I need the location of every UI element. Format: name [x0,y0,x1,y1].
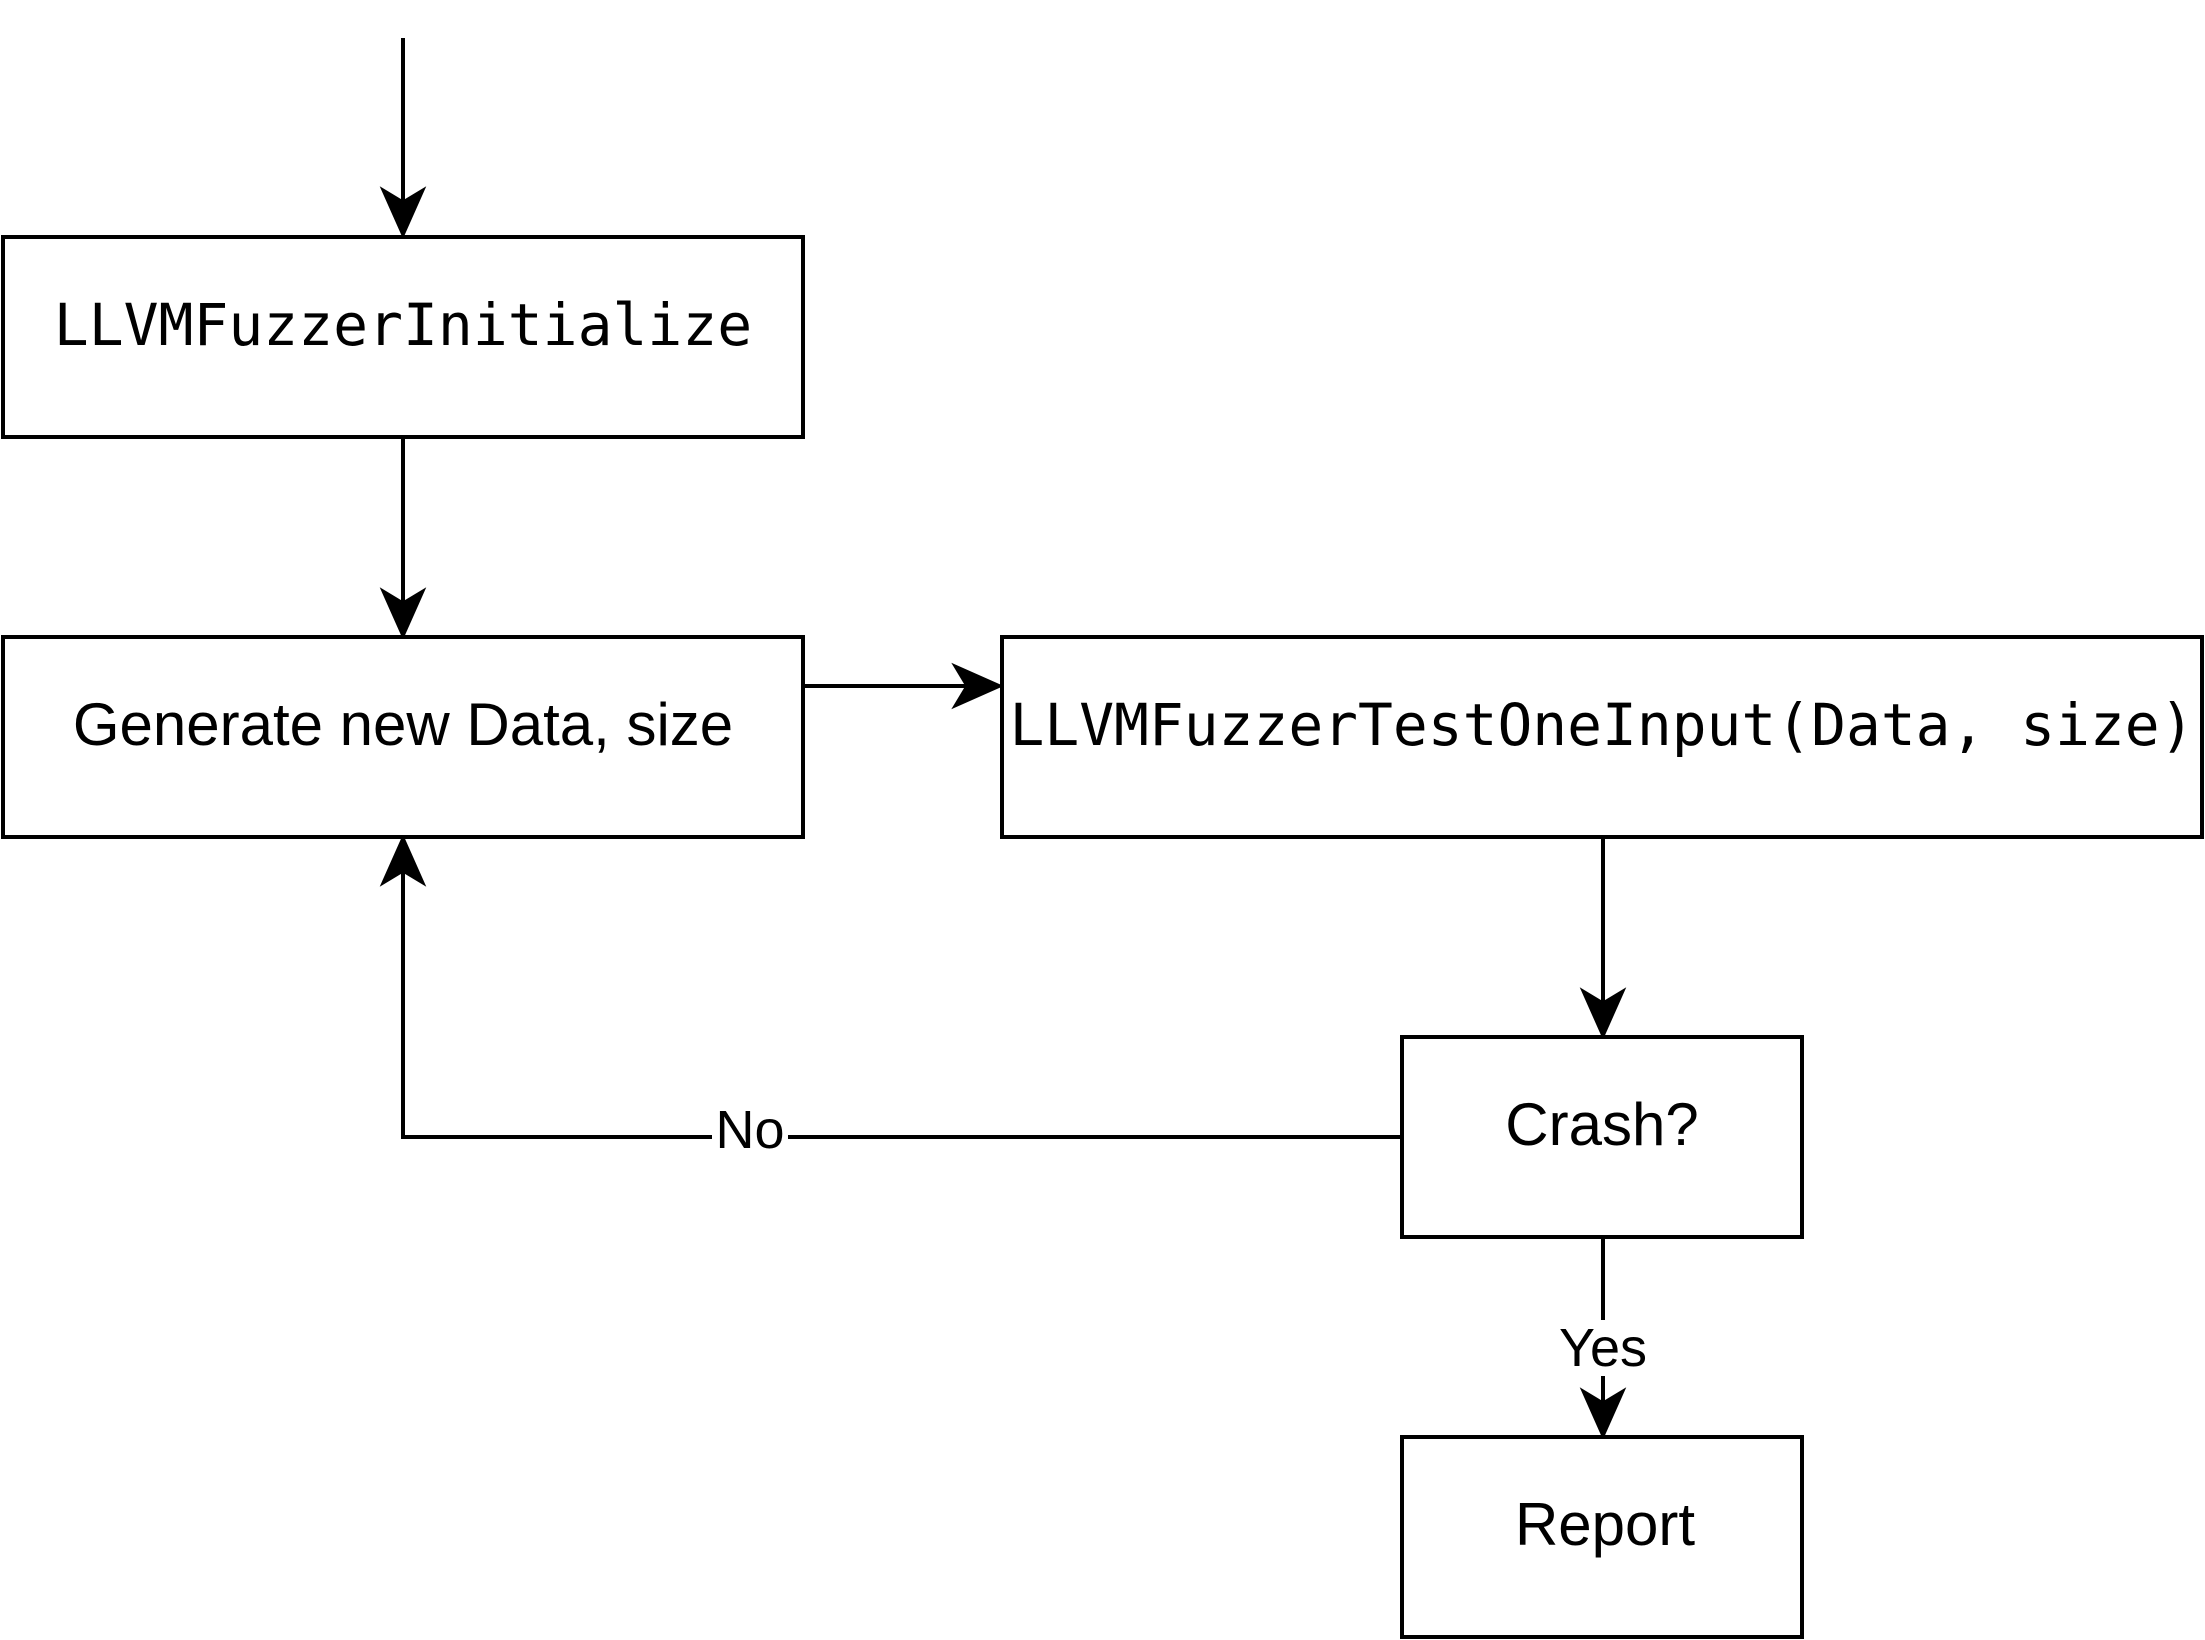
arrow-test-one-input-to-crash [1579,837,1627,1040]
node-generate: Generate new Data, size [1,635,805,839]
node-test-one-input: LLVMFuzzerTestOneInput(Data, size) [1000,635,2204,839]
node-report-label: Report [1515,1491,1695,1558]
node-test-one-input-label: LLVMFuzzerTestOneInput(Data, size) [1010,691,2195,759]
node-report: Report [1400,1435,1804,1639]
edge-label-yes-text: Yes [1559,1318,1647,1378]
arrow-crash-no-to-generate [379,834,1402,1139]
arrow-generate-to-test-one-input [803,662,1004,710]
edge-label-yes: Yes [1558,1318,1648,1378]
entry-arrow [379,38,427,239]
edge-label-no: No [712,1100,788,1166]
node-crash-check-label: Crash? [1505,1091,1698,1158]
node-initialize: LLVMFuzzerInitialize [1,235,805,439]
node-crash-check: Crash? [1400,1035,1804,1239]
arrow-initialize-to-generate [379,437,427,640]
edge-label-no-text: No [715,1100,784,1160]
node-generate-label: Generate new Data, size [73,691,733,758]
node-initialize-label: LLVMFuzzerInitialize [54,291,752,359]
